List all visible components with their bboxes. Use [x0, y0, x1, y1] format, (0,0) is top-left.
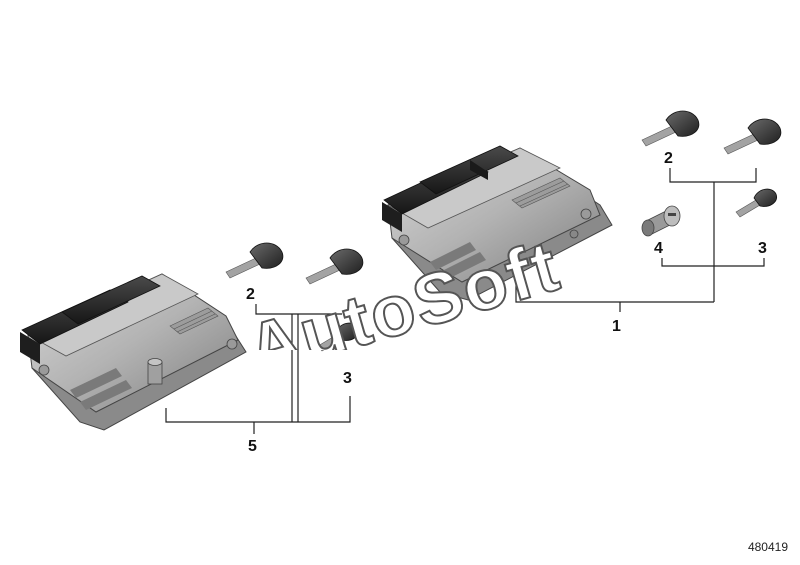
key-icon [317, 322, 359, 352]
callout-5: 5 [248, 438, 257, 455]
callout-4: 4 [654, 240, 663, 257]
watermark-text: AutoSoft [238, 225, 570, 350]
key-icon [723, 118, 782, 155]
leader-lines [165, 168, 765, 434]
lock-cylinder-icon [641, 205, 681, 237]
key-icon [305, 248, 364, 285]
control-unit-icon [20, 273, 247, 431]
callout-2-left: 2 [246, 286, 255, 303]
watermark-label: AutoSoft [239, 226, 569, 350]
callout-2-right: 2 [664, 150, 673, 167]
callout-3-right: 3 [758, 240, 767, 257]
callout-3-left: 3 [343, 370, 352, 387]
diagram-reference-number: 480419 [747, 540, 788, 554]
key-icon [225, 242, 284, 279]
key-icon [735, 188, 777, 218]
control-unit-icon [382, 145, 613, 301]
key-icon [641, 110, 700, 147]
callout-1: 1 [612, 318, 621, 335]
